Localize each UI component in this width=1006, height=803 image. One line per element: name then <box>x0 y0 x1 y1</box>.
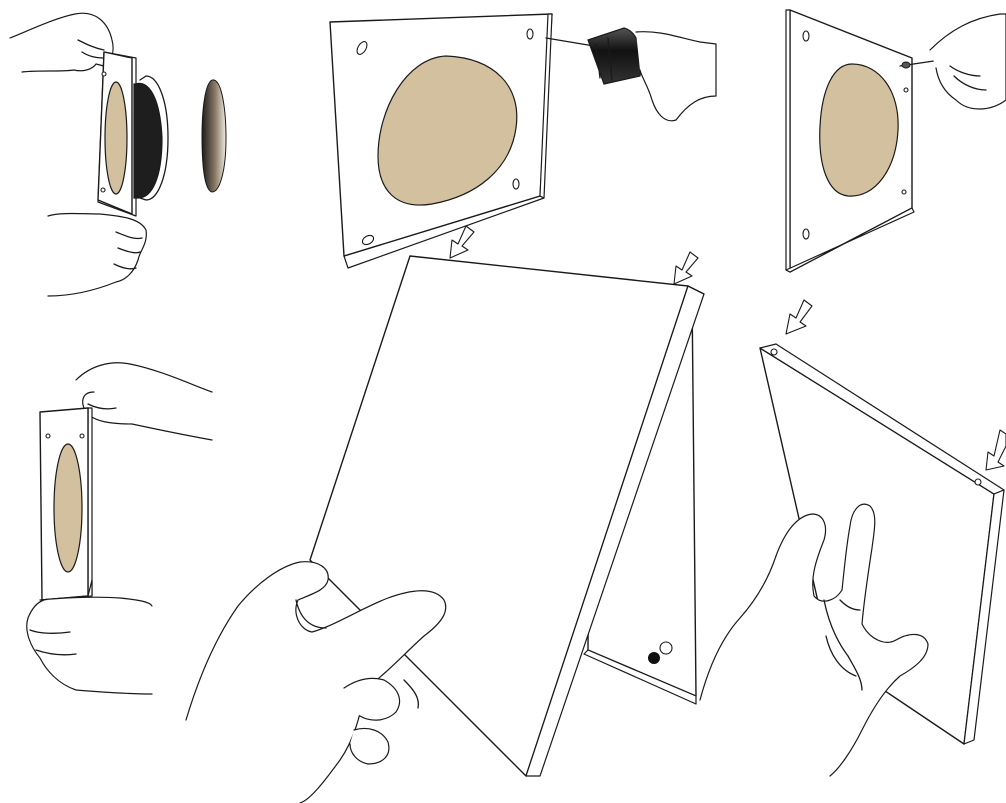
down-arrow-icon <box>785 299 813 335</box>
step-drill-baffle <box>329 13 717 269</box>
down-arrow-icon <box>449 225 475 259</box>
speaker-cutout-2 <box>819 63 899 197</box>
speaker-cutout <box>377 55 518 206</box>
speaker-driver-icon <box>201 79 227 193</box>
cutout-hole-small <box>53 443 83 573</box>
step-hold-baffle <box>26 362 213 695</box>
cutout-hole <box>104 81 128 195</box>
bottom-hand <box>26 596 153 695</box>
down-arrow-icon <box>673 251 699 285</box>
left-hand-side <box>699 503 929 777</box>
top-hand <box>75 362 213 441</box>
drill-icon <box>545 27 717 122</box>
down-arrow-icon <box>985 429 1006 471</box>
step-attach-side-panel <box>699 299 1006 777</box>
side-panel-right-edge <box>963 489 1005 745</box>
step-attach-front-panel <box>185 225 705 803</box>
speaker-driver <box>133 82 163 199</box>
screwdriver-icon <box>899 13 1006 110</box>
lower-hand <box>47 212 147 297</box>
step-insert-driver <box>9 12 227 297</box>
terminal-white <box>659 641 673 655</box>
step-screw-baffle <box>785 9 1006 273</box>
terminal-black <box>648 652 660 664</box>
upper-hand <box>9 12 114 73</box>
